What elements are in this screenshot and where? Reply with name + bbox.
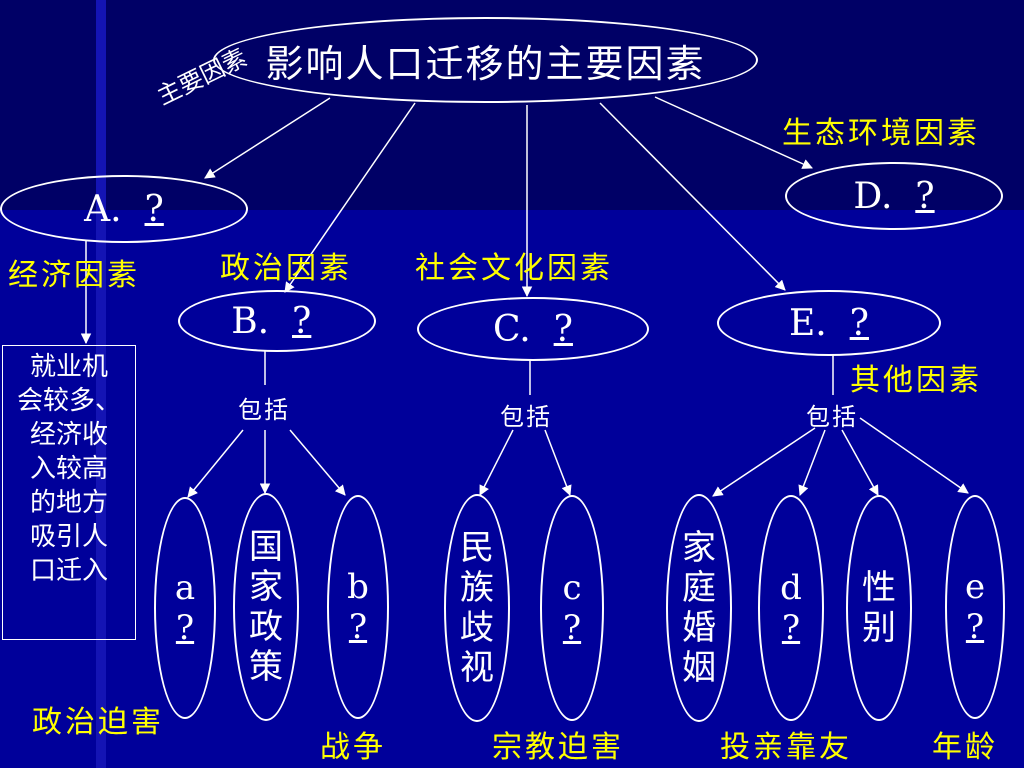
node-d-label: D. ? <box>853 175 935 217</box>
box-line: 口迁入 <box>29 556 108 586</box>
edge-e-jiating <box>712 427 816 497</box>
edge-e-e <box>859 417 969 494</box>
leaf-c-q: ? <box>562 608 582 648</box>
answer-b: 政治因素 <box>220 251 352 286</box>
leaf-b: b? <box>327 495 389 719</box>
leaf-char: 策 <box>249 647 283 687</box>
node-e: E. ? <box>717 290 941 356</box>
leaf-answer-d: 投亲靠友 <box>720 730 852 765</box>
leaf-xingbie: 性 别 <box>846 495 912 721</box>
leaf-e-q: ? <box>965 607 985 647</box>
leaf-e-letter: e <box>964 567 986 607</box>
edge-b-b <box>289 429 346 496</box>
leaf-char: 政 <box>249 607 283 647</box>
leaf-d: d? <box>758 495 824 721</box>
edge-c-minzu <box>479 429 514 496</box>
edge-e-xingbie <box>841 429 879 496</box>
node-e-label: E. ? <box>789 302 869 344</box>
leaf-d-letter: d <box>780 568 802 608</box>
leaf-minzu: 民 族 歧 视 <box>444 494 510 722</box>
box-line: 经济收 <box>29 420 108 450</box>
node-a: A. ? <box>0 175 248 243</box>
edge-b-a <box>187 429 244 498</box>
answer-a: 经济因素 <box>8 258 140 293</box>
box-line: 入较高 <box>29 454 108 484</box>
background-strip <box>96 0 106 768</box>
node-c-label: C. ? <box>493 308 573 350</box>
leaf-c: c? <box>540 495 604 721</box>
leaf-jiating: 家 庭 婚 姻 <box>666 494 732 722</box>
edge-root-a <box>204 97 331 179</box>
leaf-c-letter: c <box>562 568 582 608</box>
leaf-char: 庭 <box>682 568 716 608</box>
leaf-a-q: ? <box>175 608 195 648</box>
leaf-char: 别 <box>862 608 896 648</box>
leaf-answer-c: 宗教迫害 <box>492 730 624 765</box>
edge-e-d <box>798 429 826 496</box>
leaf-e: e? <box>945 495 1005 719</box>
leaf-char: 民 <box>460 528 494 568</box>
leaf-char: 家 <box>682 528 716 568</box>
leaf-char: 国 <box>249 527 283 567</box>
leaf-guojia: 国 家 政 策 <box>233 493 299 721</box>
box-line: 吸引人 <box>29 522 108 552</box>
leaf-answer-a: 政治迫害 <box>32 705 164 740</box>
leaf-answer-b: 战争 <box>320 730 386 765</box>
leaf-char: 歧 <box>460 608 494 648</box>
answer-e: 其他因素 <box>850 363 982 398</box>
edge-root-d <box>654 96 813 169</box>
leaf-char: 婚 <box>682 608 716 648</box>
economic-description-box: 就业机 会较多、 经济收 入较高 的地方 吸引人 口迁入 <box>2 345 136 640</box>
leaf-char: 视 <box>460 648 494 688</box>
leaf-char: 姻 <box>682 648 716 688</box>
box-line: 的地方 <box>29 488 108 518</box>
leaf-b-q: ? <box>348 607 368 647</box>
root-title: 影响人口迁移的主要因素 <box>265 41 706 86</box>
node-b: B. ? <box>178 290 376 352</box>
node-c: C. ? <box>417 297 649 361</box>
box-line: 就业机 <box>29 352 108 382</box>
answer-c: 社会文化因素 <box>415 251 613 286</box>
box-line: 会较多、 <box>16 386 121 416</box>
leaf-b-letter: b <box>347 567 369 607</box>
leaf-char: 家 <box>249 567 283 607</box>
leaf-a: a? <box>154 497 216 719</box>
leaf-char: 性 <box>862 568 896 608</box>
node-b-label: B. ? <box>231 300 312 342</box>
root-node: 影响人口迁移的主要因素 <box>213 17 758 103</box>
leaf-d-q: ? <box>781 608 801 648</box>
node-d: D. ? <box>785 162 1003 230</box>
includes-label-e: 包括 <box>806 403 858 431</box>
edge-root-e <box>599 102 786 291</box>
leaf-answer-e: 年龄 <box>932 730 998 765</box>
leaf-a-letter: a <box>174 568 196 608</box>
edge-c-c <box>544 429 572 496</box>
leaf-char: 族 <box>460 568 494 608</box>
includes-label-c: 包括 <box>500 403 552 431</box>
edge-root-b <box>284 102 416 293</box>
includes-label-b: 包括 <box>238 396 290 424</box>
node-a-label: A. ? <box>84 188 164 230</box>
answer-d: 生态环境因素 <box>782 116 980 151</box>
